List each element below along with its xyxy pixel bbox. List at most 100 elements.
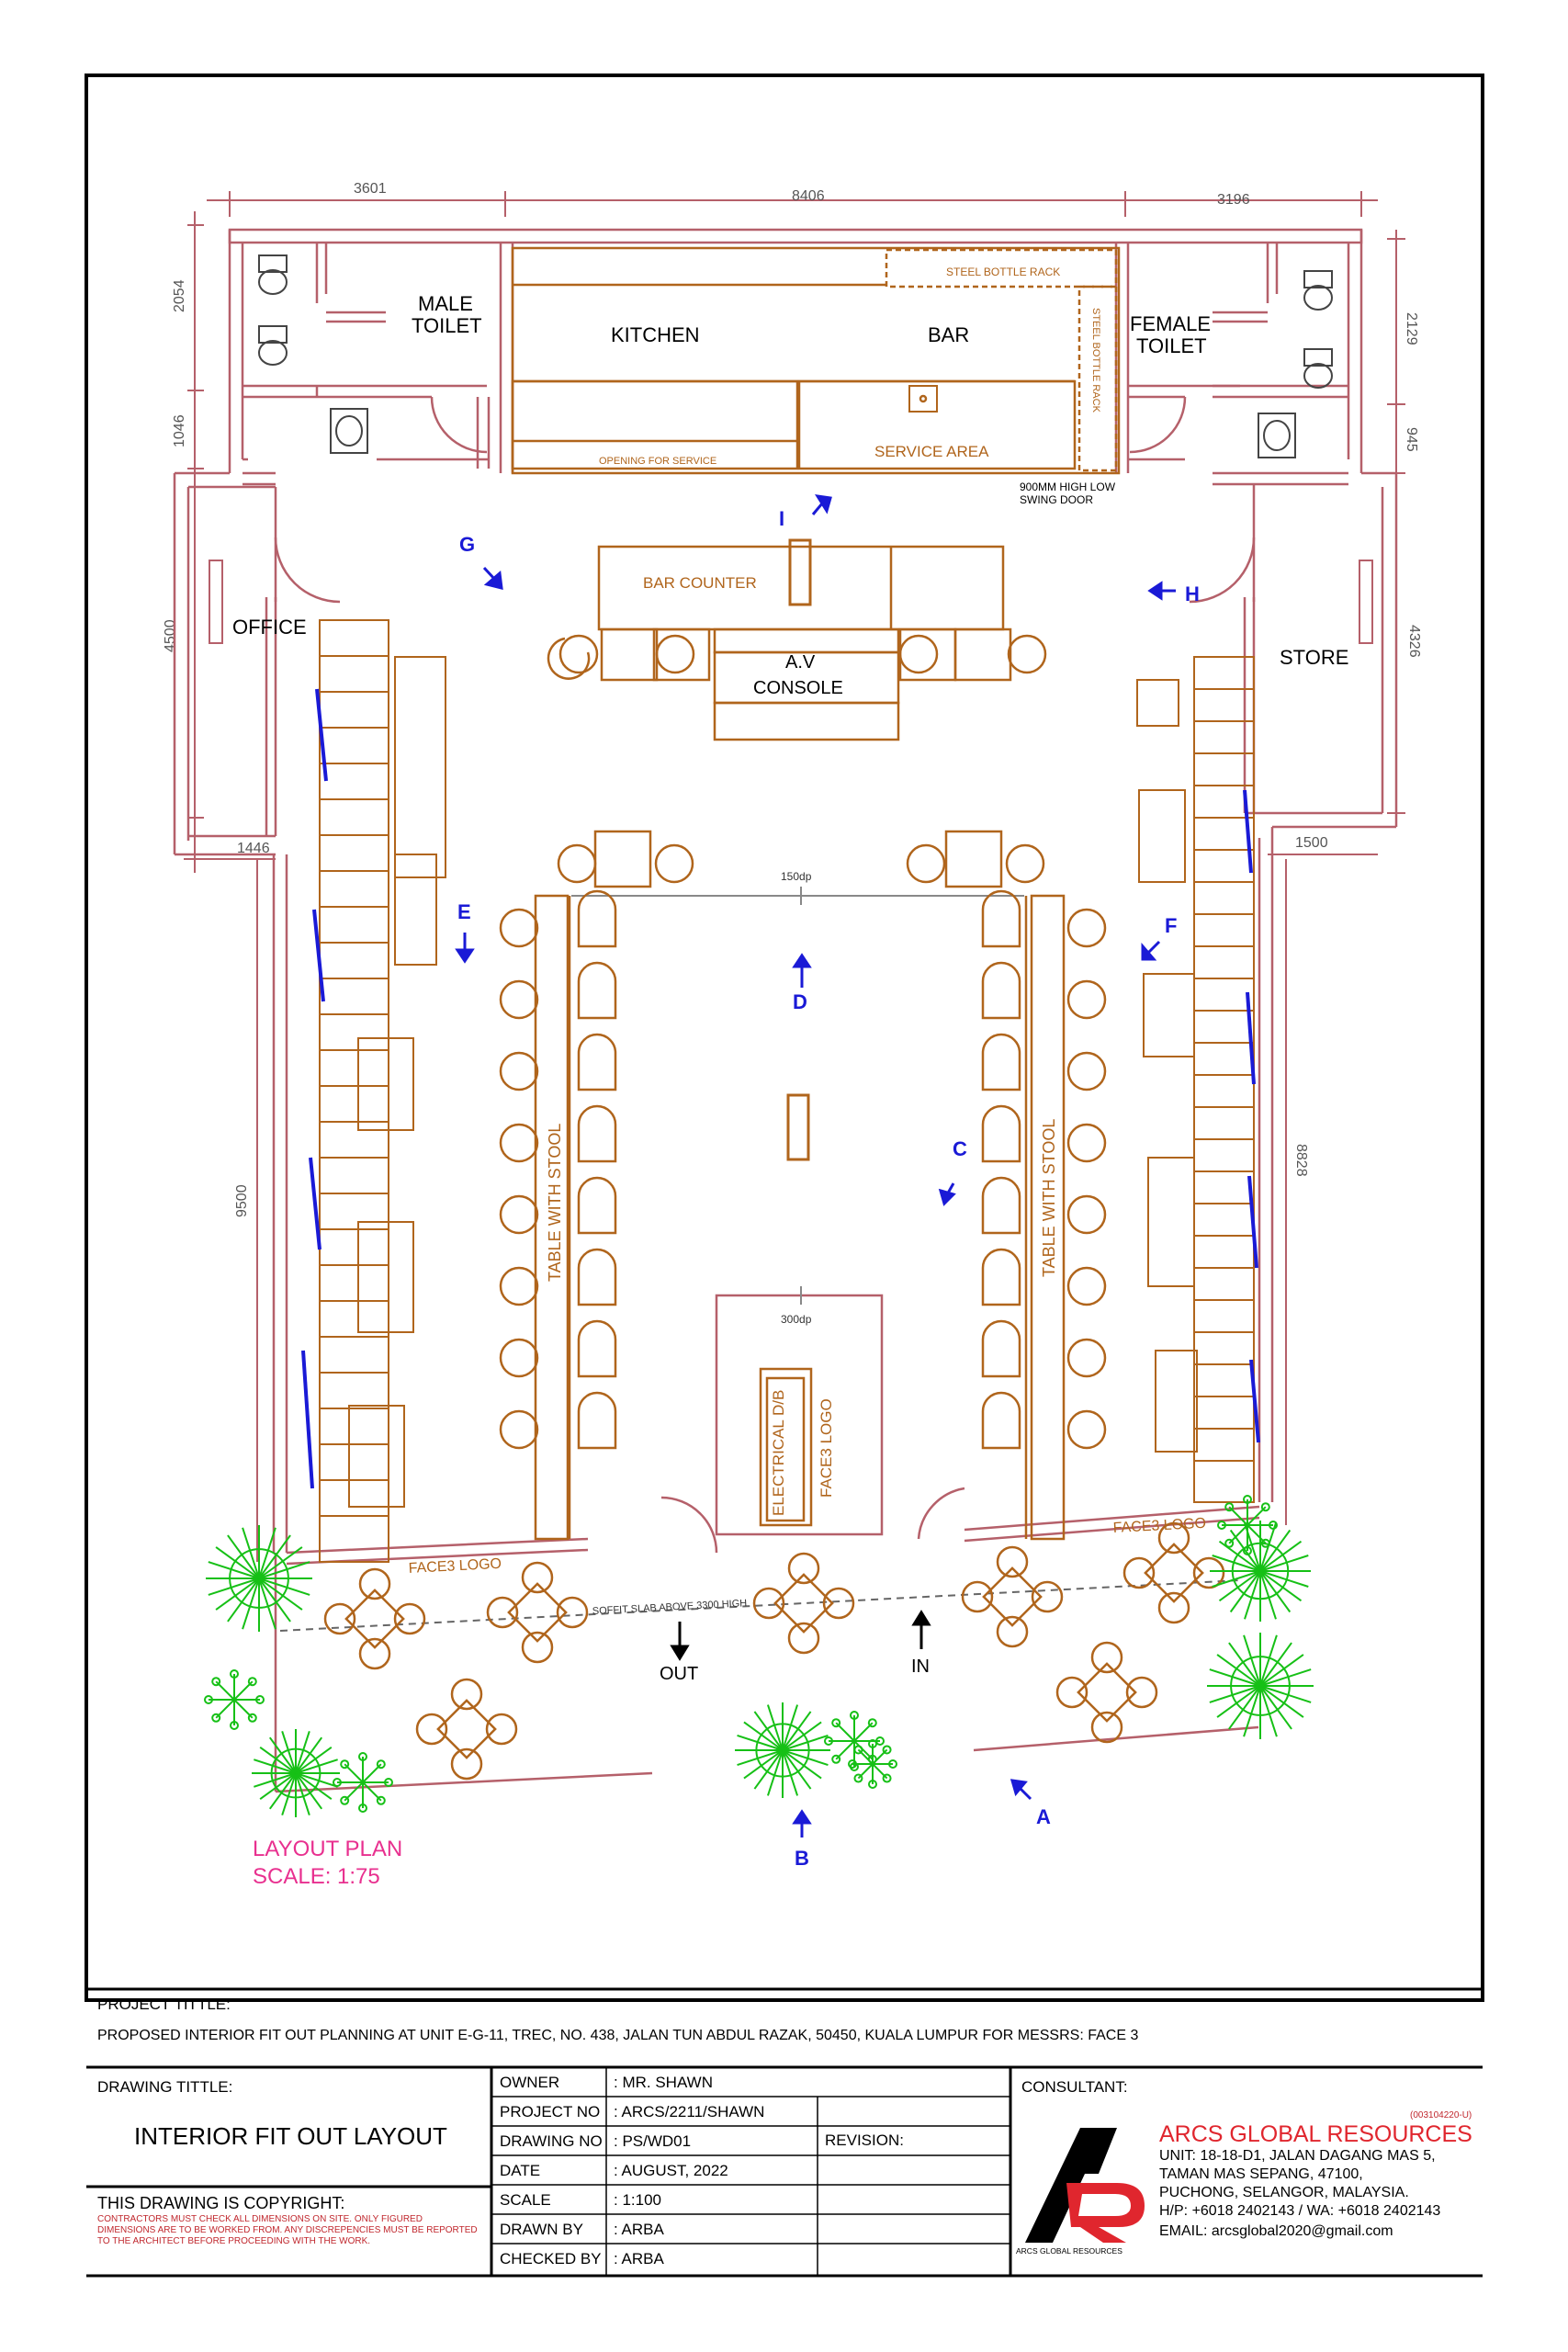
title-block-grid xyxy=(491,2067,1010,2276)
outdoor-chair xyxy=(556,1596,589,1629)
plant-frond xyxy=(1243,1634,1261,1687)
logo-caption: ARCS GLOBAL RESOURCES xyxy=(1016,2246,1122,2256)
plant-frond xyxy=(782,1749,812,1790)
outdoor-table xyxy=(982,1566,1043,1627)
chair xyxy=(577,1391,617,1450)
outdoor-table-set xyxy=(415,1678,518,1781)
kitchen-labels: KITCHEN BAR STEEL BOTTLE RACK STEEL BOTT… xyxy=(599,266,1116,506)
store-label: STORE xyxy=(1280,646,1348,669)
stool xyxy=(499,908,539,948)
outdoor-table-set xyxy=(1122,1521,1225,1624)
plant-frond xyxy=(258,1577,303,1611)
outdoor-chair xyxy=(1055,1676,1089,1709)
shrub-leaf xyxy=(1224,1538,1235,1548)
title-field-label: CHECKED BY xyxy=(500,2250,602,2267)
window-mark xyxy=(1247,1175,1258,1269)
window-mark xyxy=(301,1350,314,1489)
outdoor-chair xyxy=(1157,1521,1190,1555)
shrub-leaf xyxy=(882,1773,892,1783)
outdoor-chair xyxy=(485,1713,518,1746)
male-toilet-label-1: MALE xyxy=(418,292,473,315)
side-table xyxy=(357,1037,414,1131)
dp-labels: 150dp 300dp xyxy=(781,870,812,1326)
face3-logo-vertical: FACE3 LOGO xyxy=(818,1398,835,1498)
shrub-leaf xyxy=(831,1718,841,1728)
plant-frond xyxy=(1259,1570,1277,1620)
dim-right-3: 4326 xyxy=(1406,625,1422,658)
plant-frond xyxy=(259,1772,297,1801)
shrub-leaf xyxy=(868,1780,877,1789)
outdoor-tables xyxy=(323,1521,1225,1781)
outdoor-table-set xyxy=(486,1561,589,1664)
plant-frond xyxy=(782,1734,829,1751)
view-marker-d: D xyxy=(793,990,807,1013)
bottle-racks xyxy=(885,248,1118,472)
outdoor-chair xyxy=(486,1596,519,1629)
plant-frond xyxy=(1228,1642,1261,1687)
shrub-leaf xyxy=(850,1711,859,1720)
plant-frond xyxy=(268,1736,297,1774)
title-field-label: DATE xyxy=(500,2162,540,2179)
stool xyxy=(1066,1409,1107,1450)
outdoor-chair xyxy=(521,1561,554,1594)
electrical-db xyxy=(759,1367,813,1527)
electrical-labels: ELECTRICAL D/B FACE3 LOGO xyxy=(770,1390,835,1516)
outdoor-chair xyxy=(996,1545,1029,1578)
shrub-leaf xyxy=(255,1695,265,1704)
table-stool-left-label: TABLE WITH STOOL xyxy=(546,1124,564,1282)
chair xyxy=(981,961,1021,1020)
plant-frond xyxy=(258,1577,291,1623)
shrub-leaf xyxy=(204,1695,213,1704)
shrub-leaf xyxy=(376,1759,386,1770)
av-console-label-2: CONSOLE xyxy=(753,678,843,698)
project-title-label: PROJECT TITTLE: xyxy=(97,1996,231,2013)
plant-frond xyxy=(782,1721,822,1751)
outdoor-labels: FACE3 LOGO FACE3 LOGO xyxy=(408,1516,1206,1577)
view-marker-f: F xyxy=(1165,914,1177,937)
electrical-label: ELECTRICAL D/B xyxy=(770,1390,787,1516)
plant-frond xyxy=(1229,1570,1261,1613)
side-table xyxy=(1155,1350,1198,1453)
plant-frond xyxy=(1259,1685,1292,1730)
plant-frond xyxy=(295,1736,323,1774)
outdoor-chair xyxy=(358,1567,391,1600)
plant-frond xyxy=(737,1734,784,1751)
shrub-leaf xyxy=(384,1778,393,1787)
stool xyxy=(1066,1051,1107,1091)
view-marker-i: I xyxy=(779,507,784,530)
chair xyxy=(981,1176,1021,1235)
plant-crown xyxy=(755,1723,810,1778)
plant-frond xyxy=(1259,1685,1278,1737)
outdoor-table xyxy=(773,1573,834,1634)
long-tables xyxy=(534,894,1066,1541)
shrub-leaf xyxy=(230,1669,239,1679)
side-table xyxy=(1138,789,1186,883)
view-marker-g: G xyxy=(459,533,475,556)
plant-frond xyxy=(1259,1555,1309,1572)
dim-right-5: 8828 xyxy=(1293,1144,1309,1177)
plant-frond xyxy=(295,1758,338,1774)
view-marker-c: C xyxy=(953,1137,967,1160)
title-field-value: : PS/WD01 xyxy=(614,2132,691,2150)
plant-frond xyxy=(268,1772,297,1810)
arcs-logo: ARCS GLOBAL RESOURCES xyxy=(1016,2128,1145,2256)
plant-frond xyxy=(258,1534,291,1579)
plant-frond xyxy=(254,1758,297,1774)
plant-frond xyxy=(295,1746,333,1774)
shrub-leaf xyxy=(1243,1546,1252,1555)
shrub-leaf xyxy=(1260,1538,1270,1548)
dim-top-left: 3601 xyxy=(354,181,387,197)
copyright-note: CONTRACTORS MUST CHECK ALL DIMENSIONS ON… xyxy=(97,2214,478,2246)
outdoor-table-set xyxy=(752,1552,855,1655)
outdoor-chair xyxy=(996,1615,1029,1648)
shrub-leaf xyxy=(333,1778,342,1787)
stool xyxy=(499,1194,539,1235)
plant-frond xyxy=(1243,1685,1261,1737)
title-field-value: : ARCS/2211/SHAWN xyxy=(614,2103,764,2120)
stool xyxy=(499,1266,539,1306)
plant-frond xyxy=(281,1731,297,1774)
opening-label: OPENING FOR SERVICE xyxy=(599,456,716,467)
title-field-label: SCALE xyxy=(500,2191,551,2209)
dim-top-right: 3196 xyxy=(1217,192,1250,208)
windows xyxy=(209,560,1373,644)
